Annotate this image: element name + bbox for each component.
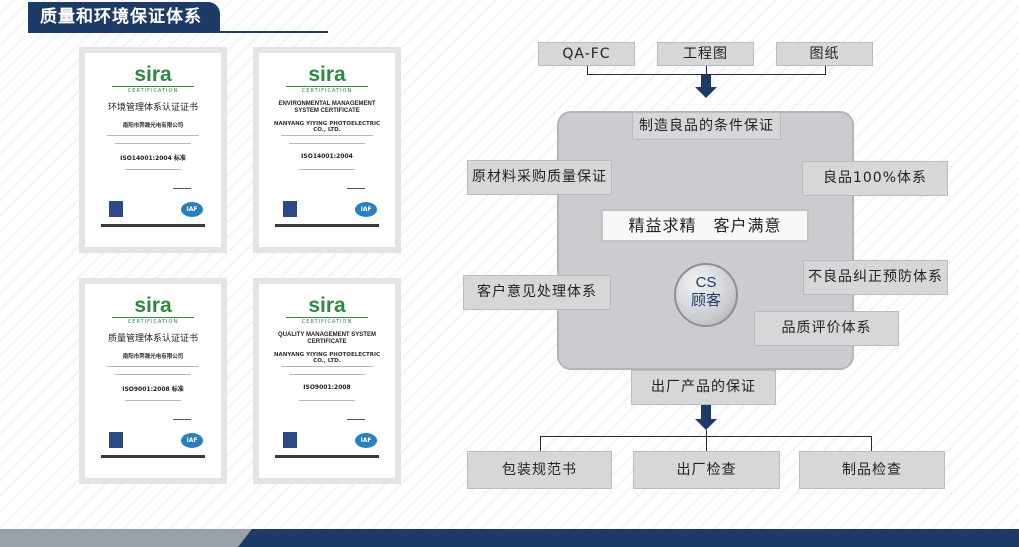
certificate-company: 南阳市羿晟光电有限公司	[122, 123, 184, 129]
signature	[347, 182, 365, 189]
arrow-down-icon	[701, 405, 711, 419]
certificate-company: NANYANG YIYING PHOTOELECTRIC CO., LTD.	[273, 352, 381, 364]
sira-logo-sub: CERTIFICATION	[112, 317, 194, 325]
box-customer-feedback: 客户意见处理体系	[463, 275, 611, 310]
connector-line	[706, 430, 707, 451]
arrow-down-icon	[701, 75, 711, 87]
certificate-title: 质量管理体系认证证书	[107, 334, 198, 344]
page-title: 质量和环境保证体系	[28, 2, 220, 32]
certificate-title: 环境管理体系认证证书	[107, 103, 198, 113]
input-box-qa-fc: QA-FC	[538, 42, 635, 66]
accreditation-badge-icon	[109, 201, 123, 217]
sira-logo-sub: CERTIFICATION	[286, 86, 368, 94]
box-raw-material-quality: 原材料采购质量保证	[467, 160, 612, 195]
customer-cs-circle: CS 顾客	[674, 263, 738, 327]
sira-logo: sira	[308, 294, 346, 317]
certificate-quality-zh: sira CERTIFICATION 质量管理体系认证证书 南阳市羿晟光电有限公…	[79, 278, 227, 484]
certificate-title: QUALITY MANAGEMENT SYSTEM CERTIFICATE	[278, 332, 376, 345]
box-good-product-100: 良品100%体系	[802, 161, 948, 196]
signature	[347, 413, 365, 420]
sira-logo: sira	[134, 294, 172, 317]
certificate-footer-bar	[101, 455, 205, 458]
sira-logo-sub: CERTIFICATION	[112, 86, 194, 94]
certificate-environmental-zh: sira CERTIFICATION 环境管理体系认证证书 南阳市羿晟光电有限公…	[79, 47, 227, 253]
accreditation-badge-icon	[109, 432, 123, 448]
certificate-footer-bar	[275, 224, 379, 227]
certificate-footer-bar	[101, 224, 205, 227]
arrow-down-icon	[695, 87, 717, 98]
certificate-footer-bar	[275, 455, 379, 458]
box-quality-evaluation: 品质评价体系	[754, 311, 899, 346]
output-box-product-inspection: 制品检查	[799, 451, 945, 489]
output-box-packaging-spec: 包装规范书	[467, 451, 612, 489]
iaf-seal-icon: IAF	[181, 433, 203, 448]
certificate-quality-en: sira CERTIFICATION QUALITY MANAGEMENT SY…	[253, 278, 401, 484]
connector-line	[871, 436, 872, 451]
output-box-shipment-inspection: 出厂检查	[633, 451, 780, 489]
box-shipment-assurance: 出厂产品的保证	[631, 370, 776, 405]
certificate-standard: ISO9001:2008 标准	[122, 386, 184, 393]
sira-logo: sira	[134, 63, 172, 86]
sira-logo-sub: CERTIFICATION	[286, 317, 368, 325]
connector-line	[587, 66, 588, 74]
certificate-company: NANYANG YIYING PHOTOELECTRIC CO., LTD.	[273, 121, 381, 133]
certificate-environmental-en: sira CERTIFICATION ENVIRONMENTAL MANAGEM…	[253, 47, 401, 253]
input-box-drawings: 图纸	[776, 42, 873, 66]
certificate-standard: ISO14001:2004	[301, 153, 353, 160]
iaf-seal-icon: IAF	[355, 202, 377, 217]
connector-line	[587, 74, 826, 75]
arrow-down-icon	[695, 419, 717, 430]
connector-line	[540, 436, 541, 451]
title-underline	[28, 31, 328, 33]
certificate-standard: ISO9001:2008	[303, 384, 351, 391]
accreditation-badge-icon	[283, 432, 297, 448]
signature	[173, 413, 191, 420]
cs-label: CS	[695, 274, 717, 291]
signature	[173, 182, 191, 189]
sira-logo: sira	[308, 63, 346, 86]
cs-sub-label: 顾客	[690, 291, 721, 309]
box-customer-satisfaction: 精益求精 客户满意	[601, 209, 809, 242]
certificate-standard: ISO14001:2004 标准	[120, 155, 186, 162]
connector-line	[825, 66, 826, 74]
connector-line	[706, 66, 707, 74]
iaf-seal-icon: IAF	[355, 433, 377, 448]
certificate-company: 南阳市羿晟光电有限公司	[122, 354, 184, 360]
iaf-seal-icon: IAF	[181, 202, 203, 217]
accreditation-badge-icon	[283, 201, 297, 217]
input-box-engineering-drawing: 工程图	[657, 42, 754, 66]
footer-band-accent	[238, 529, 1019, 547]
certificate-title: ENVIRONMENTAL MANAGEMENT SYSTEM CERTIFIC…	[278, 101, 376, 114]
box-defect-prevention: 不良品纠正预防体系	[803, 260, 948, 295]
box-manufacturing-conditions: 制造良品的条件保证	[632, 112, 781, 140]
